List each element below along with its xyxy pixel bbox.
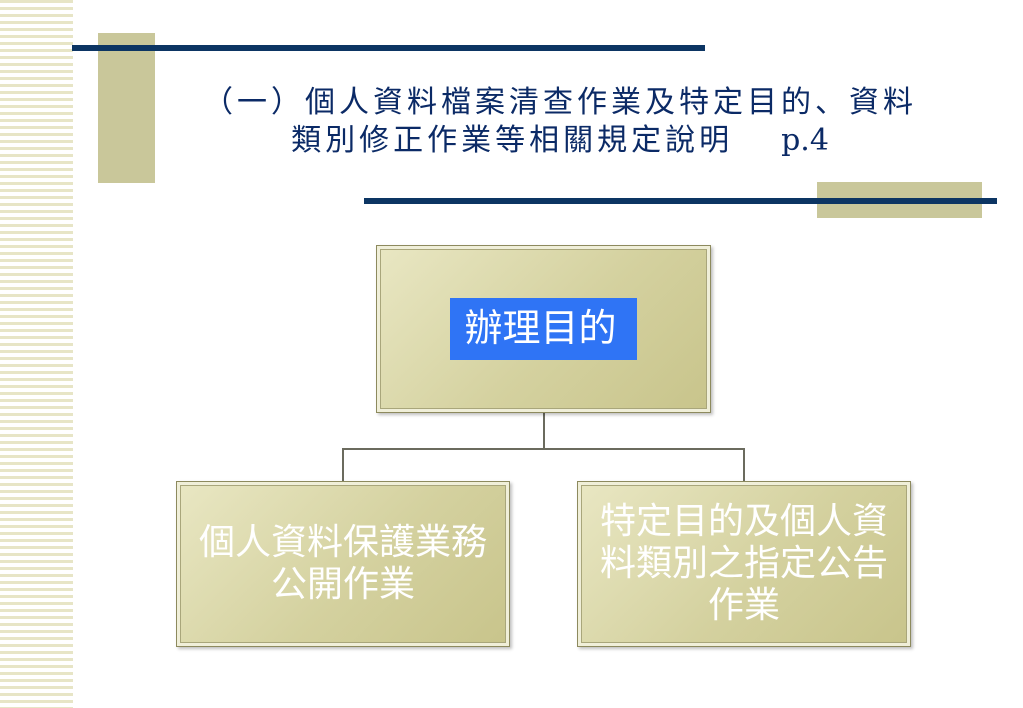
connector-root-stem [543,413,545,449]
left-stripe-decoration [0,0,73,708]
child-node-1-label: 個人資料保護業務公開作業 [199,522,488,605]
diagram-root-node: 辦理目的 [376,245,711,413]
page-reference: p.4 [781,123,829,158]
decor-line-top [72,45,705,51]
root-node-label: 辦理目的 [450,298,637,360]
title-line-2-text: 類別修正作業等相關規定說明 [291,123,734,158]
decor-block-top-left [98,33,155,183]
decor-line-bottom [364,198,997,204]
title-line-1: （一）個人資料檔案清查作業及特定目的、資料 [203,85,917,120]
connector-left-drop [342,448,344,481]
diagram-child-node-1: 個人資料保護業務公開作業 [176,481,510,647]
title-line-2: 類別修正作業等相關規定說明 p.4 [160,122,960,160]
diagram-child-node-2: 特定目的及個人資料類別之指定公告作業 [577,481,911,647]
connector-right-drop [743,448,745,481]
connector-horizontal [342,448,745,450]
child-node-2-label: 特定目的及個人資料類別之指定公告作業 [599,501,888,626]
slide-title: （一）個人資料檔案清查作業及特定目的、資料 類別修正作業等相關規定說明 p.4 [160,84,960,160]
